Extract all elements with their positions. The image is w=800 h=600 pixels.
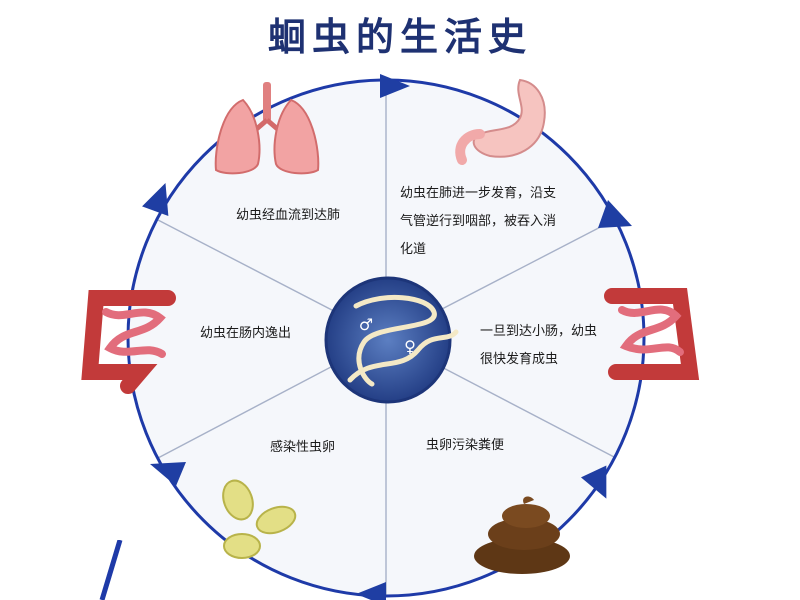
worms-icon — [347, 294, 459, 387]
stage-label-lungs: 幼虫经血流到达肺 — [236, 202, 340, 230]
cycle-arrows — [142, 74, 632, 600]
stage-text-eggs: 感染性虫卵 — [270, 440, 336, 455]
stage-text-stomach-line-2: 气管逆行到咽部，被吞入消 — [400, 214, 557, 229]
page-title: 蛔虫的生活史 — [267, 15, 532, 59]
stage-text-feces: 虫卵污染粪便 — [426, 438, 505, 453]
edge-fragment — [99, 540, 123, 600]
stage-text-stomach-line-3: 化道 — [400, 242, 427, 257]
stage-label-stomach: 幼虫在肺进一步发育，沿支 气管逆行到咽部，被吞入消 化道 — [400, 180, 556, 264]
stage-text-lungs: 幼虫经血流到达肺 — [236, 208, 341, 223]
stage-label-feces: 虫卵污染粪便 — [426, 432, 504, 460]
feces-icon — [474, 496, 570, 574]
arrow-lower-right — [580, 465, 607, 499]
arrow-lower-left — [150, 462, 186, 486]
male-symbol: ♂ — [359, 315, 373, 334]
arrow-top — [380, 74, 410, 98]
stage-label-eggs: 感染性虫卵 — [270, 434, 335, 462]
stage-text-intestine-right-line-2: 很快发育成虫 — [480, 352, 559, 367]
stage-label-intestine-left: 幼虫在肠内逸出 — [200, 320, 291, 348]
arrow-bottom — [356, 582, 386, 600]
intestine-icon-left — [81, 290, 176, 394]
arrow-upper-left — [142, 182, 169, 216]
arrow-upper-right — [598, 200, 632, 228]
lungs-icon — [214, 82, 320, 175]
female-symbol: ♀ — [404, 337, 416, 356]
stage-text-intestine-left: 幼虫在肠内逸出 — [200, 326, 292, 341]
stage-text-stomach-line-1: 幼虫在肺进一步发育，沿支 — [400, 186, 557, 201]
stomach-icon — [455, 78, 546, 165]
intestine-icon-right — [604, 288, 700, 380]
stage-label-intestine-right: 一旦到达小肠，幼虫 很快发育成虫 — [480, 318, 597, 374]
eggs-icon — [222, 479, 297, 559]
stage-text-intestine-right-line-1: 一旦到达小肠，幼虫 — [480, 324, 598, 339]
